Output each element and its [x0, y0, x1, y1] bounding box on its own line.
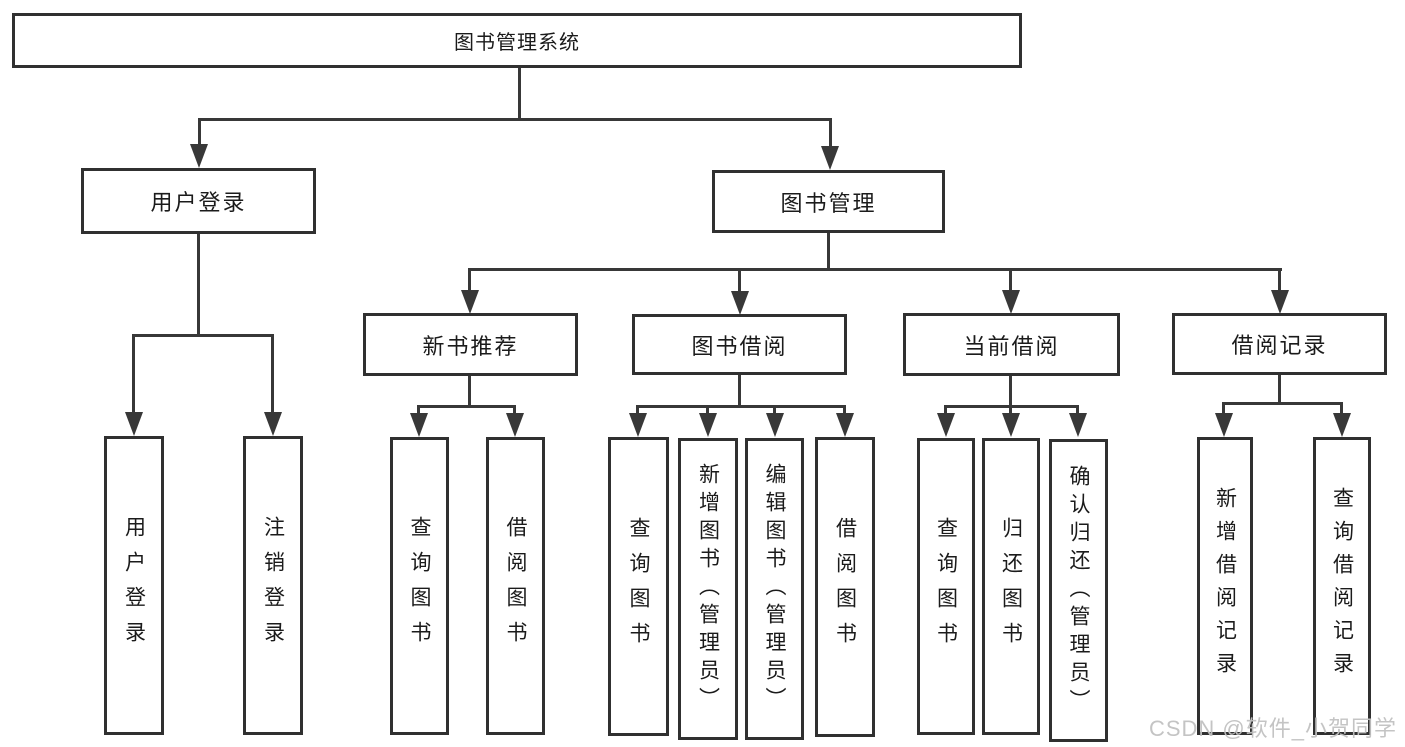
- node-book-borrowing: 图书借阅: [632, 314, 847, 375]
- connector-line: [198, 118, 831, 121]
- arrow-down-icon: [731, 291, 749, 315]
- leaf-label: 查询图书: [627, 516, 650, 657]
- connector-line: [773, 405, 776, 415]
- connector-line: [132, 334, 274, 337]
- connector-line: [417, 405, 420, 415]
- arrow-down-icon: [766, 413, 784, 437]
- leaf-label: 用户登录: [122, 515, 146, 656]
- node-user-login: 用户登录: [81, 168, 316, 234]
- leaf-label: 查询借阅记录: [1330, 487, 1354, 685]
- connector-line: [636, 405, 639, 415]
- connector-line: [706, 405, 709, 415]
- arrow-down-icon: [461, 290, 479, 314]
- leaf-current-confirm-return-admin: 确认归还（管理员）: [1049, 439, 1108, 742]
- arrow-down-icon: [264, 412, 282, 436]
- connector-line: [468, 268, 1282, 271]
- connector-line: [843, 405, 846, 415]
- connector-line: [132, 334, 135, 414]
- arrow-down-icon: [410, 413, 428, 437]
- leaf-borrow-edit-books-admin: 编辑图书（管理员）: [745, 438, 804, 740]
- leaf-label: 新增图书（管理员）: [696, 463, 720, 715]
- leaf-records-query-record: 查询借阅记录: [1313, 437, 1371, 735]
- leaf-label: 确认归还（管理员）: [1067, 464, 1090, 717]
- arrow-down-icon: [836, 413, 854, 437]
- arrow-down-icon: [506, 413, 524, 437]
- connector-line: [198, 118, 201, 146]
- connector-line: [1009, 405, 1012, 415]
- connector-line: [1222, 402, 1225, 415]
- arrow-down-icon: [190, 144, 208, 168]
- leaf-label: 归还图书: [999, 516, 1023, 657]
- leaf-label: 借阅图书: [833, 517, 857, 657]
- leaf-current-query-books: 查询图书: [917, 438, 975, 735]
- leaf-label: 编辑图书（管理员）: [763, 463, 786, 715]
- arrow-down-icon: [937, 413, 955, 437]
- connector-line: [1076, 405, 1079, 415]
- leaf-rec-query-books: 查询图书: [390, 437, 449, 735]
- leaf-borrow-borrow-books: 借阅图书: [815, 437, 875, 737]
- leaf-label: 查询图书: [934, 516, 958, 657]
- connector-line: [1009, 376, 1012, 408]
- node-library-system: 图书管理系统: [12, 13, 1022, 68]
- node-new-book-recommend: 新书推荐: [363, 313, 578, 376]
- connector-line: [827, 233, 830, 271]
- leaf-label: 借阅图书: [504, 516, 527, 656]
- arrow-down-icon: [1215, 413, 1233, 437]
- node-borrowing-records: 借阅记录: [1172, 313, 1387, 375]
- csdn-watermark: CSDN @软件_小贺同学: [1148, 716, 1397, 741]
- leaf-borrow-query-books: 查询图书: [608, 437, 669, 736]
- connector-line: [1340, 402, 1343, 415]
- node-book-management: 图书管理: [712, 170, 945, 233]
- arrow-down-icon: [125, 412, 143, 436]
- connector-line: [197, 234, 200, 337]
- leaf-records-add-record: 新增借阅记录: [1197, 437, 1253, 735]
- leaf-borrow-add-books-admin: 新增图书（管理员）: [678, 438, 738, 740]
- arrow-down-icon: [1333, 413, 1351, 437]
- arrow-down-icon: [1002, 413, 1020, 437]
- connector-line: [271, 334, 274, 414]
- connector-line: [468, 268, 471, 292]
- leaf-rec-borrow-books: 借阅图书: [486, 437, 545, 735]
- connector-line: [1222, 402, 1343, 405]
- connector-line: [1278, 268, 1281, 292]
- leaf-logout-login: 注销登录: [243, 436, 303, 735]
- leaf-user-login: 用户登录: [104, 436, 164, 735]
- connector-line: [1009, 268, 1012, 292]
- connector-line: [636, 405, 846, 408]
- arrow-down-icon: [1002, 290, 1020, 314]
- connector-line: [738, 375, 741, 408]
- connector-line: [417, 405, 516, 408]
- arrow-down-icon: [1271, 290, 1289, 314]
- leaf-label: 注销登录: [261, 515, 285, 656]
- connector-line: [513, 405, 516, 415]
- leaf-label: 新增借阅记录: [1213, 487, 1237, 685]
- connector-line: [1278, 375, 1281, 405]
- connector-line: [468, 376, 471, 408]
- arrow-down-icon: [699, 413, 717, 437]
- connector-line: [829, 118, 832, 148]
- arrow-down-icon: [1069, 413, 1087, 437]
- connector-line: [944, 405, 947, 415]
- connector-line: [518, 68, 521, 121]
- arrow-down-icon: [629, 413, 647, 437]
- arrow-down-icon: [821, 146, 839, 170]
- leaf-label: 查询图书: [408, 516, 431, 656]
- node-current-borrowing: 当前借阅: [903, 313, 1120, 376]
- connector-line: [738, 268, 741, 292]
- leaf-current-return-books: 归还图书: [982, 438, 1040, 735]
